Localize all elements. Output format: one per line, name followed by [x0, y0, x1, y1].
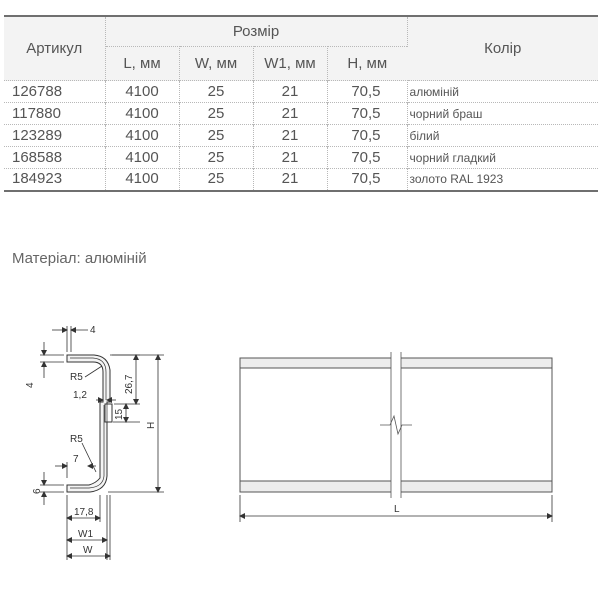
cell-height: 70,5 — [327, 146, 408, 169]
dim-radius-top-label: R5 — [70, 372, 83, 383]
cell-height: 70,5 — [327, 80, 408, 103]
dim-height-upper-label: 26,7 — [124, 374, 135, 394]
cell-length: 4100 — [105, 80, 180, 103]
cell-color: золото RAL 1923 — [407, 168, 599, 191]
cell-width1: 21 — [253, 102, 328, 125]
table-row: 168588 4100 25 21 70,5 чорний гладкий — [4, 146, 599, 169]
dim-w-label: W — [83, 545, 93, 556]
profile-cross-section — [66, 354, 113, 493]
cell-length: 4100 — [105, 102, 180, 125]
dim-radius-bottom-label: R5 — [70, 434, 83, 445]
cell-article: 117880 — [4, 102, 106, 125]
table-row: 123289 4100 25 21 70,5 білий — [4, 124, 599, 147]
table-row: 184923 4100 25 21 70,5 золото RAL 1923 — [4, 168, 599, 191]
dim-thickness-label: 1,2 — [73, 390, 87, 401]
cell-color: алюміній — [407, 80, 599, 103]
dim-top-height-label: 4 — [25, 382, 36, 388]
cell-width: 25 — [179, 102, 254, 125]
header-length: L, мм — [105, 46, 180, 81]
cell-color: чорний браш — [407, 102, 599, 125]
header-width: W, мм — [179, 46, 254, 81]
cell-length: 4100 — [105, 168, 180, 191]
material-note: Матеріал: алюміній — [12, 250, 147, 267]
cell-width1: 21 — [253, 80, 328, 103]
length-dimension — [239, 495, 553, 522]
cell-width: 25 — [179, 168, 254, 191]
cell-color: чорний гладкий — [407, 146, 599, 169]
header-size-group: Розмір — [105, 16, 408, 47]
table-row: 117880 4100 25 21 70,5 чорний браш — [4, 102, 599, 125]
dim-bottom-width-label: 17,8 — [74, 507, 94, 518]
cell-width: 25 — [179, 80, 254, 103]
cell-width: 25 — [179, 146, 254, 169]
cell-color: білий — [407, 124, 599, 147]
profile-dimensions — [40, 326, 164, 560]
cell-article: 123289 — [4, 124, 106, 147]
header-color: Колір — [407, 16, 599, 81]
dim-w1-label: W1 — [78, 529, 93, 540]
cell-width: 25 — [179, 124, 254, 147]
cell-length: 4100 — [105, 124, 180, 147]
break-symbol — [380, 414, 412, 436]
dim-length-label: L — [394, 504, 400, 515]
cell-height: 70,5 — [327, 168, 408, 191]
dim-bottom-step-label: 7 — [73, 454, 79, 465]
spec-table: Артикул Розмір Колір L, мм W, мм W1, мм … — [4, 15, 599, 192]
profile-clip — [104, 403, 113, 423]
cell-article: 168588 — [4, 146, 106, 169]
table-row: 126788 4100 25 21 70,5 алюміній — [4, 80, 599, 103]
dim-total-height-label: H — [146, 422, 157, 429]
cell-length: 4100 — [105, 146, 180, 169]
header-article: Артикул — [4, 16, 106, 81]
header-width1: W1, мм — [253, 46, 328, 81]
profile-dimension-labels: 4 4 R5 1,2 26,7 15 H R5 7 6 17,8 W1 W — [25, 325, 157, 556]
dim-top-width-label: 4 — [90, 325, 96, 336]
dim-height-mid-label: 15 — [114, 408, 125, 420]
cell-width1: 21 — [253, 168, 328, 191]
cell-article: 184923 — [4, 168, 106, 191]
profile-inner-line — [70, 357, 107, 400]
header-height: H, мм — [327, 46, 408, 81]
cell-height: 70,5 — [327, 124, 408, 147]
cell-article: 126788 — [4, 80, 106, 103]
cell-height: 70,5 — [327, 102, 408, 125]
profile-inner-line — [70, 405, 105, 489]
dim-bottom-height-label: 6 — [32, 488, 43, 494]
cell-width1: 21 — [253, 124, 328, 147]
cell-width1: 21 — [253, 146, 328, 169]
profile-front-view — [239, 352, 553, 498]
